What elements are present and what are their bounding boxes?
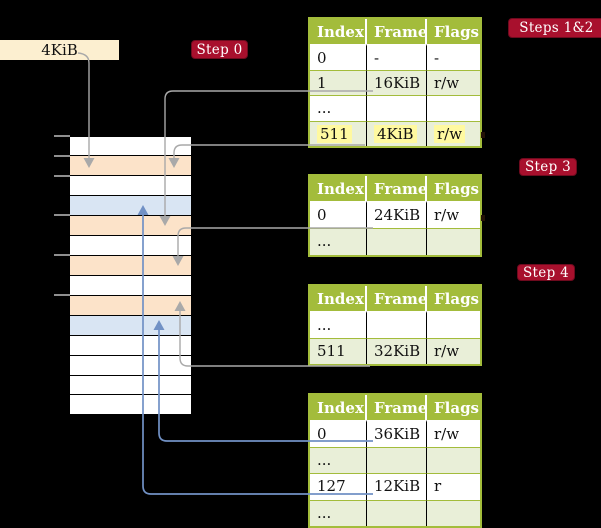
- table-cell: 511: [310, 337, 367, 364]
- connector-anchor-mark-1: [481, 215, 485, 221]
- column-header-index: Index: [310, 176, 367, 201]
- table-cell: 0: [310, 44, 367, 70]
- column-header-flags: Flags: [427, 286, 480, 311]
- memory-page-row-8-orange: [69, 294, 191, 315]
- table-cell: ...: [310, 499, 367, 526]
- table-cell: 0: [310, 201, 367, 228]
- table-cell: r/w: [427, 337, 480, 364]
- table-cell: 36KiB: [367, 420, 427, 447]
- column-header-frame: Frame: [367, 176, 427, 201]
- badge-step-4: Step 4: [517, 264, 575, 281]
- memory-page-row-13-white: [69, 394, 191, 415]
- table-row: 511 4KiB r/w: [310, 120, 480, 146]
- base-register-box: 4KiB: [0, 40, 119, 60]
- column-header-frame: Frame: [367, 286, 427, 311]
- highlighted-value: r/w: [434, 124, 466, 143]
- table-row: 0--: [310, 44, 480, 70]
- memory-page-row-1-orange: [69, 155, 191, 176]
- table-cell: ...: [310, 311, 367, 338]
- table-cell: -: [367, 44, 427, 70]
- table-cell: 4KiB: [367, 120, 427, 146]
- table-cell: 127: [310, 473, 367, 500]
- column-header-index: Index: [310, 395, 367, 420]
- table-cell: [367, 228, 427, 255]
- table-cell: 16KiB: [367, 69, 427, 95]
- memory-page-row-5-white: [69, 235, 191, 256]
- column-header-index: Index: [310, 286, 367, 311]
- column-header-flags: Flags: [427, 19, 480, 44]
- memory-page-row-0-white: [69, 136, 191, 156]
- table-cell: 32KiB: [367, 337, 427, 364]
- table-cell: 12KiB: [367, 473, 427, 500]
- table-cell: -: [427, 44, 480, 70]
- table-cell: [367, 446, 427, 473]
- table-cell: r/w: [427, 201, 480, 228]
- table-row: ...: [310, 499, 480, 526]
- table-row: ...: [310, 311, 480, 338]
- memory-address-tick: [54, 135, 70, 137]
- memory-page-row-4-orange: [69, 215, 191, 236]
- memory-page-row-7-white: [69, 274, 191, 295]
- memory-page-row-2-white: [69, 175, 191, 196]
- table-cell: ...: [310, 95, 367, 121]
- highlighted-value: 4KiB: [374, 124, 417, 143]
- column-header-frame: Frame: [367, 19, 427, 44]
- table-cell: [427, 499, 480, 526]
- physical-memory-column: [68, 135, 192, 416]
- column-header-frame: Frame: [367, 395, 427, 420]
- table-cell: [367, 499, 427, 526]
- memory-page-row-12-white: [69, 374, 191, 395]
- memory-address-tick: [54, 174, 70, 177]
- memory-address-tick: [54, 155, 70, 157]
- badge-step-0: Step 0: [191, 40, 248, 59]
- table-row: ...: [310, 95, 480, 121]
- table-cell: r/w: [427, 420, 480, 447]
- column-header-flags: Flags: [427, 395, 480, 420]
- table-row: ...: [310, 446, 480, 473]
- memory-address-tick: [54, 293, 70, 296]
- column-header-index: Index: [310, 19, 367, 44]
- table-cell: 24KiB: [367, 201, 427, 228]
- highlighted-value: 511: [317, 124, 352, 143]
- table-cell: [427, 311, 480, 338]
- connector-anchor-mark-0: [481, 132, 485, 138]
- badge-steps-1-2: Steps 1&2: [508, 18, 601, 38]
- memory-page-row-6-orange: [69, 255, 191, 275]
- table-cell: [427, 228, 480, 255]
- table-cell: [427, 446, 480, 473]
- table-cell: r: [427, 473, 480, 500]
- table-cell: ...: [310, 228, 367, 255]
- memory-page-row-9-blue: [69, 314, 191, 335]
- table-cell: 1: [310, 69, 367, 95]
- badge-step-3: Step 3: [519, 158, 577, 176]
- table-cell: 511: [310, 120, 367, 146]
- table-cell: ...: [310, 446, 367, 473]
- memory-page-row-10-white: [69, 334, 191, 355]
- table-cell: [367, 311, 427, 338]
- table-cell: r/w: [427, 120, 480, 146]
- column-header-flags: Flags: [427, 176, 480, 201]
- table-cell: r/w: [427, 69, 480, 95]
- memory-address-tick: [54, 254, 70, 256]
- memory-page-row-3-blue: [69, 195, 191, 216]
- memory-page-row-11-white: [69, 354, 191, 375]
- table-cell: [367, 95, 427, 121]
- memory-address-tick: [54, 214, 70, 216]
- table-cell: [427, 95, 480, 121]
- table-row: ...: [310, 228, 480, 255]
- table-cell: 0: [310, 420, 367, 447]
